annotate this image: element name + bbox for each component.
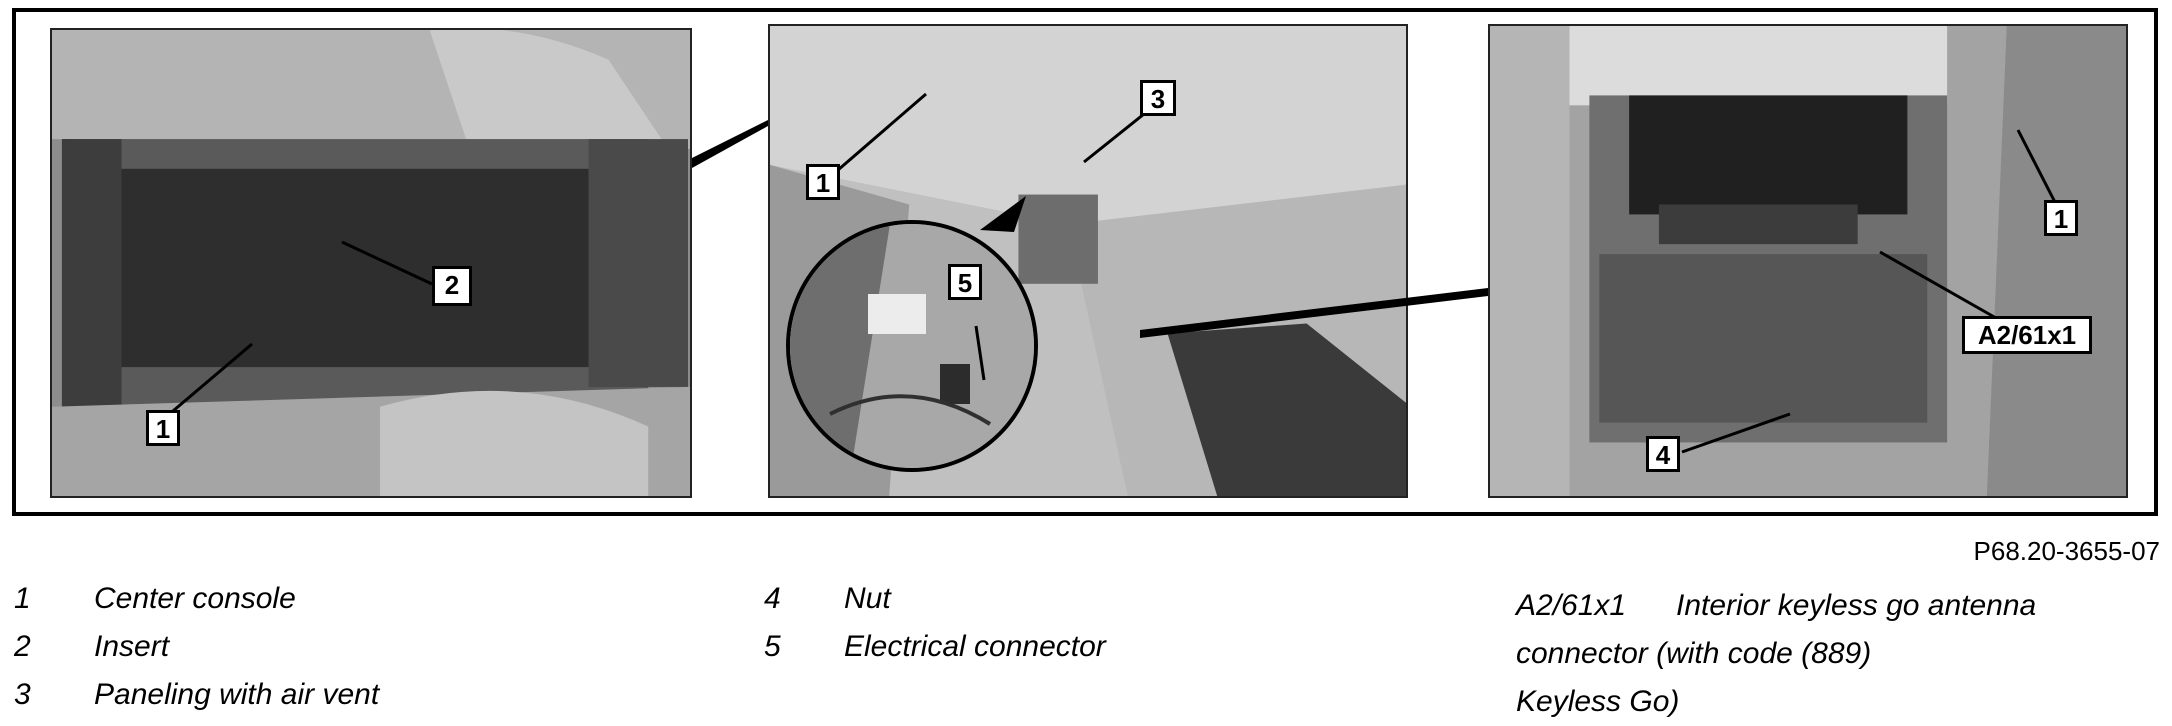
legend-code: A2/61x1 <box>1516 589 1627 622</box>
legend-number: 3 <box>14 678 31 711</box>
callout-1-center-console: 1 <box>146 410 180 446</box>
figure-reference: P68.20-3655-07 <box>1973 536 2160 566</box>
legend-number: 1 <box>14 582 31 615</box>
inset-circle-connector <box>786 220 1038 472</box>
legend-item: A2/61x1 Interior keyless go antenna <box>1516 582 2036 630</box>
legend-text: Nut <box>844 582 891 615</box>
legend-text: Paneling with air vent <box>94 678 380 711</box>
legend-item: 1 Center console <box>14 582 379 630</box>
legend-item: 5 Electrical connector <box>764 630 1106 678</box>
legend-text: Insert <box>94 630 170 663</box>
legend-number: 5 <box>764 630 781 663</box>
legend-number: 4 <box>764 582 781 615</box>
legend-text: Electrical connector <box>844 630 1106 663</box>
legend-column-1: 1 Center console 2 Insert 3 Paneling with a… <box>14 582 379 726</box>
legend-item: 4 Nut <box>764 582 1106 630</box>
legend-item: 2 Insert <box>14 630 379 678</box>
legend-text: Center console <box>94 582 296 615</box>
legend-column-3: A2/61x1 Interior keyless go antenna conne… <box>1516 582 2036 726</box>
callout-3-paneling-air-vent: 3 <box>1140 80 1176 116</box>
legend-number: 2 <box>14 630 31 663</box>
callout-1-center-console: 1 <box>2044 200 2078 236</box>
legend-column-2: 4 Nut 5 Electrical connector <box>764 582 1106 678</box>
legend-text-line-1: Interior keyless go antenna <box>1676 589 2037 622</box>
callout-a2-61x1-connector: A2/61x1 <box>1962 316 2092 354</box>
callout-4-nut: 4 <box>1646 436 1680 472</box>
callout-2-insert: 2 <box>432 266 472 306</box>
legend-text-line-3: Keyless Go) <box>1516 685 1680 718</box>
photo-antenna-connector <box>1488 24 2128 498</box>
callout-5-electrical-connector: 5 <box>948 264 982 300</box>
legend-item: 3 Paneling with air vent <box>14 678 379 726</box>
callout-1-center-console: 1 <box>806 164 840 200</box>
legend-text-line-2: connector (with code (889) <box>1516 637 1872 670</box>
